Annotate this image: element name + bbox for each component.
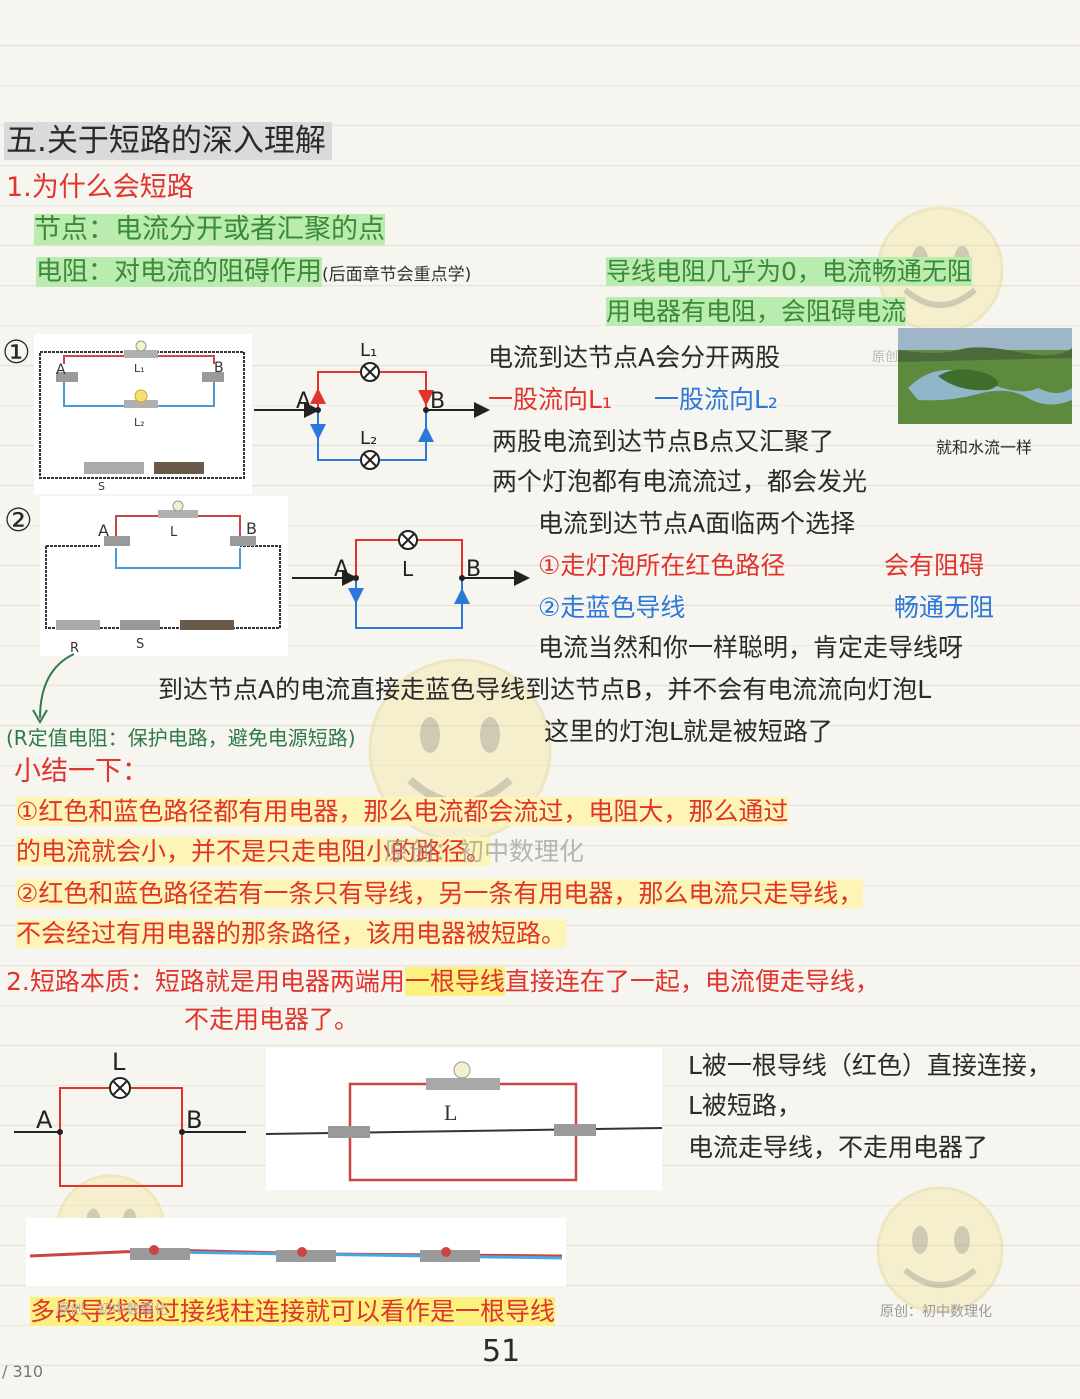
photo-label-b: B — [214, 360, 224, 376]
diagram-label-a: A — [296, 389, 311, 414]
case-2-schematic-diagram: A B L — [292, 530, 530, 629]
photo-label-a: A — [98, 521, 109, 540]
short-circuit-note-2: L被短路， — [688, 1091, 802, 1120]
photo-label-l1: L₁ — [134, 362, 145, 375]
photo-label-l: L — [170, 525, 178, 540]
river-photo — [898, 328, 1072, 424]
curved-arrow-icon — [32, 653, 75, 724]
case-2-option-1: ①走灯泡所在红色路径 — [538, 551, 786, 580]
diagram-label-b: B — [466, 557, 481, 582]
case-2-line-1: 电流到达节点A面临两个选择 — [538, 509, 856, 538]
bottom-right-watermark: 原创：初中数理化 — [880, 1304, 992, 1320]
case-2-option-2-result: 畅通无阻 — [894, 593, 995, 622]
photo-label-s: S — [98, 480, 105, 493]
short-circuit-photo: L — [266, 1048, 662, 1190]
case-2-line-4: 电流当然和你一样聪明，肯定走导线呀 — [538, 633, 964, 662]
wire-resistance-note: 导线电阻几乎为0，电流畅通无阻 — [606, 257, 972, 286]
page-number: 51 — [482, 1334, 521, 1369]
smiley-watermark-icon — [876, 1186, 1004, 1314]
case-2-circuit-photo: A B L R S — [40, 496, 288, 656]
summary-point-2b: 不会经过有用电器的那条路径，该用电器被短路。 — [16, 919, 567, 948]
case-1-line-4: 两个灯泡都有电流流过，都会发光 — [492, 467, 868, 496]
diagram-label-b: B — [430, 389, 445, 414]
resistor-note: (R定值电阻：保护电路，避免电源短路) — [6, 726, 356, 750]
photo-label-a: A — [56, 362, 66, 378]
diagram-label-a: A — [36, 1106, 53, 1134]
case-1-line-1: 电流到达节点A会分开两股 — [488, 343, 781, 372]
question-2-continued: 不走用电器了。 — [184, 1005, 360, 1034]
photo-label-l2: L₂ — [134, 416, 145, 429]
node-definition: 节点：电流分开或者汇聚的点 — [34, 214, 385, 245]
connected-wires-photo — [26, 1218, 566, 1286]
case-1-line-3: 两股电流到达节点B点又汇聚了 — [492, 427, 835, 456]
summary-point-1a: ①红色和蓝色路径都有用电器，那么电流都会流过，电阻大，那么通过 — [16, 797, 789, 826]
section-title: 五.关于短路的深入理解 — [4, 122, 332, 160]
center-watermark: 原创：初中数理化 — [384, 837, 585, 866]
case-2-option-2: ②走蓝色导线 — [538, 593, 686, 622]
diagram-label-a: A — [334, 557, 349, 582]
short-circuit-note-1: L被一根导线（红色）直接连接， — [688, 1051, 1052, 1080]
question-2: 2.短路本质：短路就是用电器两端用一根导线直接连在了一起，电流便走导线， — [6, 967, 880, 996]
river-watermark: 原创 — [872, 350, 899, 365]
diagram-label-l2: L₂ — [360, 428, 377, 449]
page-indicator: / 310 — [2, 1362, 44, 1381]
summary-title: 小结一下： — [14, 756, 149, 787]
case-1-branch-l1: 一股流向L₁ — [488, 385, 612, 414]
photo-label-r: R — [70, 641, 79, 656]
final-note: 多段导线通过接线柱连接就可以看作是一根导线 — [30, 1297, 556, 1326]
case-2-marker: ② — [4, 501, 33, 539]
case-1-circuit-photo: A B L₁ L₂ S — [34, 334, 252, 494]
bottom-left-watermark: 原创：初中数理化 — [56, 1302, 168, 1318]
question-1-title: 1.为什么会短路 — [6, 172, 194, 203]
summary-point-1b: 的电流就会小，并不是只走电阻小的路径。 — [16, 837, 492, 866]
case-2-line-5: 到达节点A的电流直接走蓝色导线到达节点B，并不会有电流流向灯泡L — [158, 675, 932, 704]
case-1-marker: ① — [2, 333, 31, 371]
river-caption: 就和水流一样 — [936, 438, 1033, 457]
short-circuit-schematic-diagram: A B L — [14, 1048, 246, 1187]
photo-label-b: B — [246, 519, 257, 538]
diagram-label-l: L — [112, 1048, 126, 1076]
smiley-watermark-icon — [368, 658, 552, 840]
case-1-branch-l2: 一股流向L₂ — [654, 385, 778, 414]
case-2-line-6: 这里的灯泡L就是被短路了 — [544, 717, 833, 746]
appliance-resistance-note: 用电器有电阻，会阻碍电流 — [606, 297, 907, 326]
resistance-definition: 电阻：对电流的阻碍作用(后面章节会重点学) — [36, 257, 472, 287]
case-1-schematic-diagram: A B L₁ L₂ — [254, 340, 490, 470]
diagram-label-l: L — [402, 557, 414, 581]
photo-label-l: L — [444, 1100, 457, 1125]
summary-point-2a: ②红色和蓝色路径若有一条只有导线，另一条有用电器，那么电流只走导线， — [16, 879, 864, 908]
short-circuit-note-3: 电流走导线，不走用电器了 — [688, 1133, 989, 1162]
diagram-label-l1: L₁ — [360, 340, 377, 361]
diagram-label-b: B — [186, 1106, 202, 1134]
case-2-option-1-result: 会有阻碍 — [884, 551, 985, 580]
photo-label-s: S — [136, 637, 144, 652]
